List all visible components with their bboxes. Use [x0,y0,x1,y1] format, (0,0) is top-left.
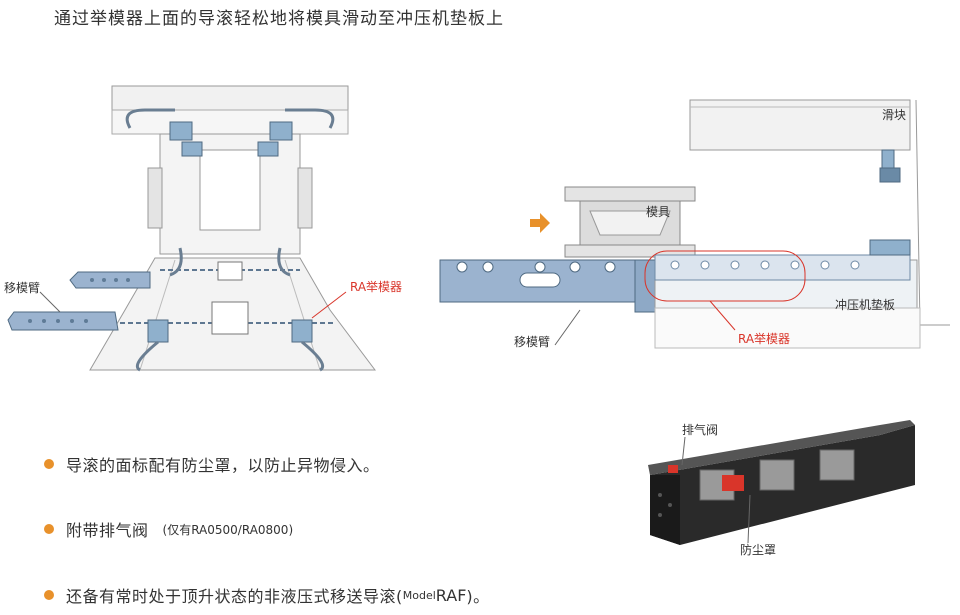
bullet-text: 附带排气阀 [66,521,149,540]
right-label-ra: RA举模器 [738,332,791,346]
photo-label-cover: 防尘罩 [740,543,777,557]
right-press-diagram [439,99,950,349]
bullet-model-prefix: Model [402,588,436,602]
ra-product-photo [648,420,915,545]
page-title: 通过举模器上面的导滚轻松地将模具滑动至冲压机垫板上 [54,9,504,29]
photo-label-valve: 排气阀 [682,423,719,437]
bullet-item-2: 附带排气阀 (仅有RA0500/RA0800) [44,517,293,541]
bullet-note: (仅有RA0500/RA0800) [162,522,294,537]
bullet-dot [44,590,54,600]
bullet-text: 还备有常时处于顶升状态的非液压式移送导滚( [66,587,403,606]
left-label-arm: 移模臂 [4,281,41,295]
right-label-slider: 滑块 [882,108,907,122]
bullet-dot [44,459,54,469]
right-label-bolster: 冲压机垫板 [835,298,896,312]
right-label-die: 模具 [646,205,671,219]
bullet-model-name: RAF [435,585,467,605]
right-label-arm: 移模臂 [514,335,551,349]
left-press-diagram [7,85,376,372]
bullet-dot [44,524,54,534]
bullet-text: 导滚的面标配有防尘罩，以防止异物侵入。 [66,456,380,475]
bullet-item-3: 还备有常时处于顶升状态的非液压式移送导滚(Model RAF)。 [44,583,490,607]
bullet-tail: )。 [466,587,490,606]
bullet-item-1: 导滚的面标配有防尘罩，以防止异物侵入。 [44,452,380,476]
left-label-ra: RA举模器 [350,280,403,294]
